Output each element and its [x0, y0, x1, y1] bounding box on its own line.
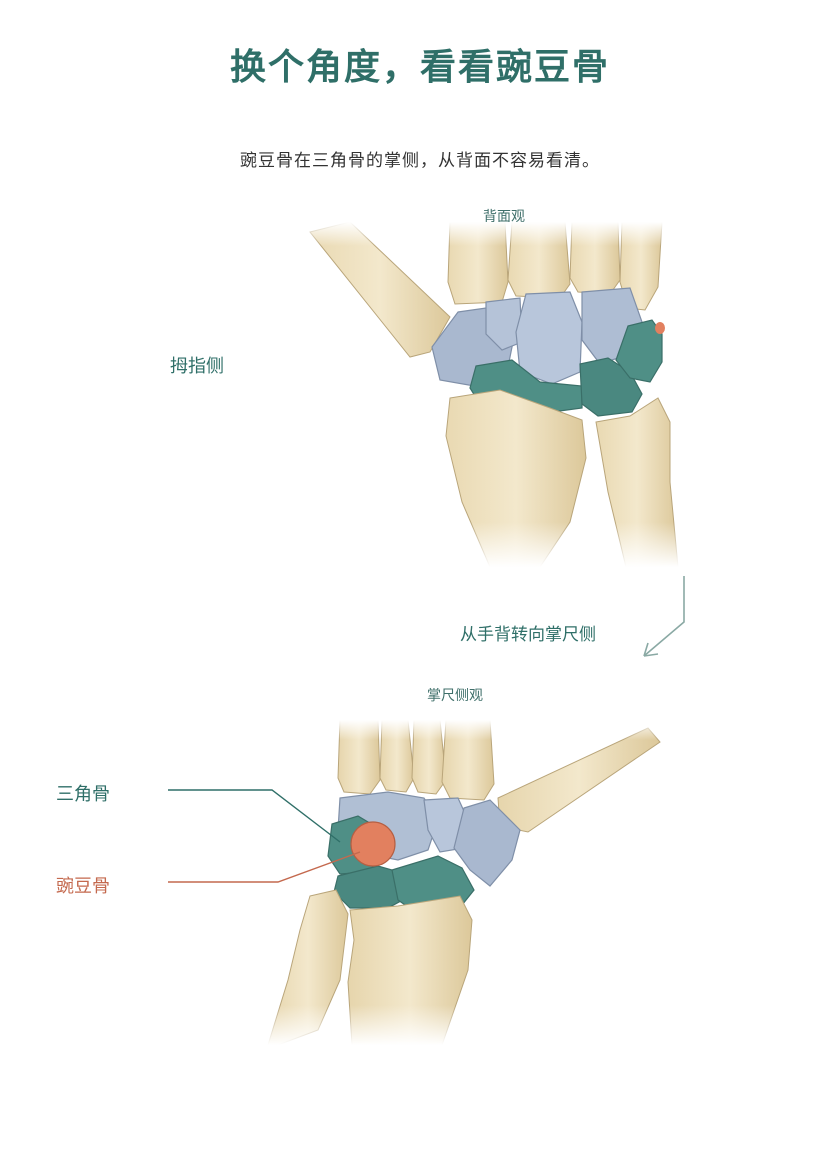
curved-arrow-line: [643, 576, 685, 657]
trapezoid: [485, 297, 523, 351]
curved-arrow: [643, 576, 685, 657]
page-title: 换个角度，看看豌豆骨: [229, 47, 610, 88]
dorsal-view-caption: 背面观: [483, 209, 525, 225]
palmar-ulnar-wrist-illustration: [228, 720, 678, 1045]
dorsal-wrist-illustration: [290, 222, 730, 567]
pisiform-hint: [655, 322, 665, 334]
capitate: [515, 291, 583, 385]
leader-lines: [168, 789, 361, 883]
trapezium-2: [453, 799, 521, 887]
thumb-metacarpal-2: [497, 727, 661, 833]
thumb-side-label: 拇指侧: [170, 356, 224, 377]
pisiform-bone: [350, 821, 396, 867]
page-subtitle: 豌豆骨在三角骨的掌侧，从背面不容易看清。: [240, 151, 600, 171]
arrowhead-icon: [643, 642, 659, 657]
pisiform-label: 豌豆骨: [56, 876, 110, 897]
transition-label: 从手背转向掌尺侧: [460, 625, 596, 645]
triquetrum: [615, 319, 663, 383]
pisiform-leader-line: [168, 851, 361, 883]
triquetrum-label: 三角骨: [56, 784, 110, 805]
palmar-ulnar-view-caption: 掌尺侧观: [427, 688, 483, 704]
triquetrum-leader-line: [168, 789, 341, 843]
